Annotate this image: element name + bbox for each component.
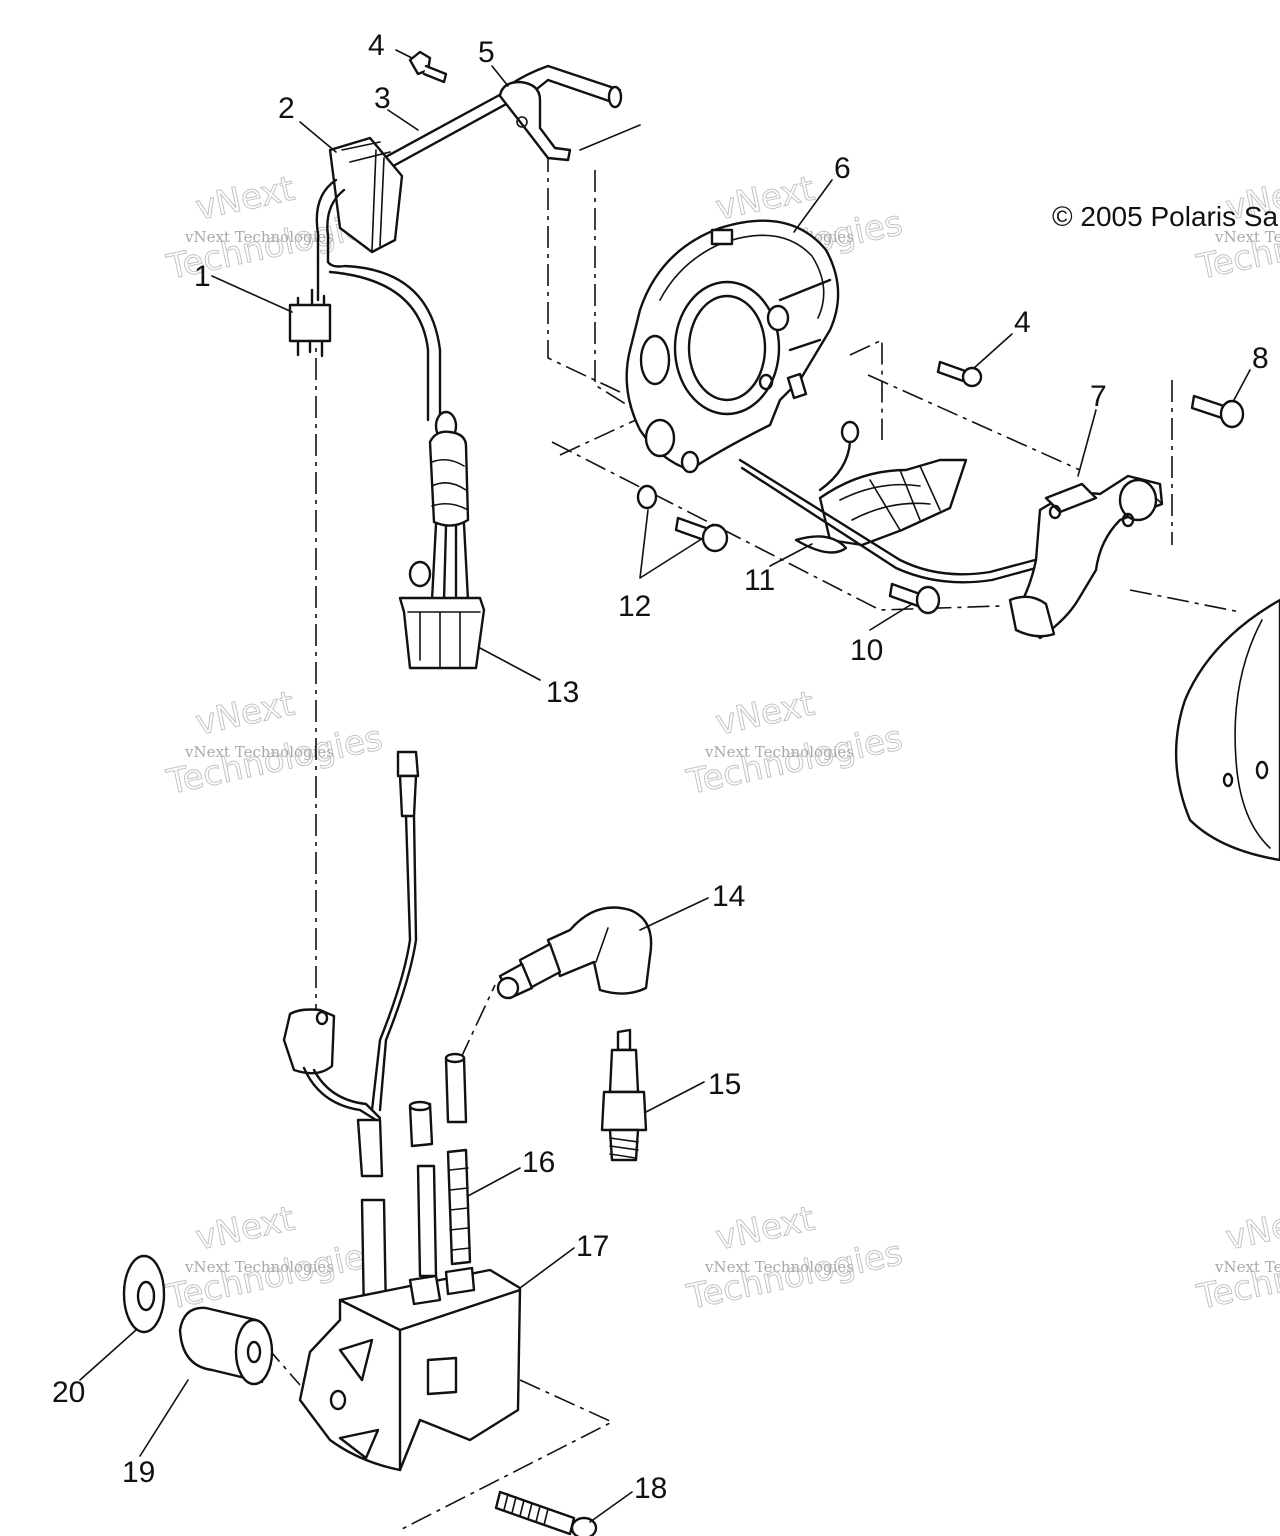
callout-2: 2 (278, 92, 295, 125)
callout-13: 13 (546, 676, 579, 709)
part-6-stator-plate (625, 219, 840, 474)
part-2-pad (315, 136, 404, 264)
part-13-harness (398, 410, 486, 670)
watermark-technologies: Technologies (163, 718, 386, 803)
callout-19: 19 (122, 1456, 155, 1489)
callout-3: 3 (374, 82, 391, 115)
watermark-vnext: vNext (712, 1199, 817, 1259)
flywheel (1174, 598, 1280, 862)
callout-5: 5 (478, 36, 495, 69)
part-19-spacer (178, 1306, 274, 1386)
watermark: vNext vNext Technologies Technologies (1192, 1198, 1280, 1318)
part-17-ignition-coil (298, 1198, 522, 1472)
watermark-text: vNext Technologies (704, 743, 854, 761)
watermark: vNext vNext Technologies Technologies (162, 683, 386, 803)
callout-10: 10 (850, 634, 883, 667)
copyright-text: © 2005 Polaris Sal (1052, 201, 1280, 232)
part-15-spark-plug (600, 1028, 648, 1162)
callout-4-top: 4 (368, 29, 385, 62)
callout-17: 17 (576, 1230, 609, 1263)
watermark: vNext vNext Technologies Technologies (682, 1198, 906, 1318)
callout-15: 15 (708, 1068, 741, 1101)
callout-8: 8 (1252, 342, 1269, 375)
watermark-text: vNext Technologies (184, 1258, 334, 1276)
coil-input-wires (282, 1008, 384, 1178)
part-18-bolt (494, 1490, 598, 1536)
watermark-technologies: Technologies (683, 718, 906, 803)
callout-11: 11 (744, 564, 775, 597)
callout-4-right: 4 (1014, 306, 1031, 339)
part-14-plug-cap (496, 906, 653, 1000)
part-5-clip (498, 80, 572, 162)
part-7-pickup (1008, 474, 1164, 640)
watermark-text: vNext Technologies (1214, 1258, 1280, 1276)
watermark-vnext: vNext (712, 684, 817, 744)
watermark-technologies: Technologies (683, 1233, 906, 1318)
part-4-screw-right (936, 360, 983, 388)
watermark: vNext vNext Technologies Technologies (682, 683, 906, 803)
watermark-vnext: vNext (1222, 1199, 1280, 1259)
callout-6: 6 (834, 152, 851, 185)
watermark-text: vNext Technologies (704, 1258, 854, 1276)
part-8-screw (1190, 394, 1245, 429)
part-20-washer (122, 1254, 166, 1334)
part-10-screw (888, 582, 941, 615)
assembly-lines (264, 124, 1241, 1531)
callout-7: 7 (1090, 380, 1107, 413)
part-11-pulser-coil (738, 420, 1038, 584)
leader-lines (79, 49, 1251, 1523)
watermark-text: vNext Technologies (184, 743, 334, 761)
kill-wire (370, 750, 420, 1112)
callouts: 4 5 3 2 1 6 4 8 7 11 12 10 13 14 15 16 1… (52, 29, 1269, 1505)
callout-16: 16 (522, 1146, 555, 1179)
callout-1: 1 (194, 260, 211, 293)
callout-20: 20 (52, 1376, 85, 1409)
callout-12: 12 (618, 590, 651, 623)
part-4-screw-top (408, 50, 448, 84)
sleeves (408, 1052, 468, 1148)
part-16-lead (416, 1148, 472, 1278)
callout-14: 14 (712, 880, 745, 913)
callout-18: 18 (634, 1472, 667, 1505)
watermark-text: vNext Technologies (184, 228, 334, 246)
watermark-vnext: vNext (192, 684, 297, 744)
watermark-vnext: vNext (192, 169, 297, 229)
watermark-vnext: vNext (192, 1199, 297, 1259)
watermark-text: vNext Technologies (1214, 228, 1280, 246)
part-1-connector (288, 260, 442, 422)
part-12-washer-screw (636, 484, 729, 553)
part-3-wire (378, 64, 623, 172)
